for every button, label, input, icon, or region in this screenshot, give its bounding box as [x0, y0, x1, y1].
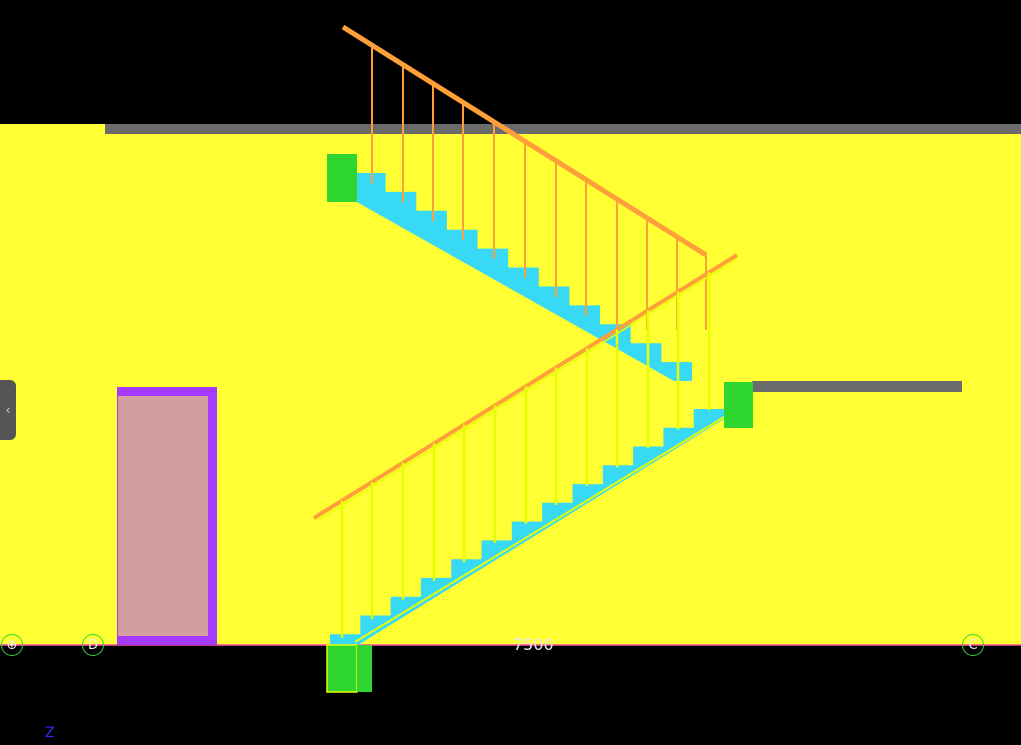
- base-footing-block: [326, 644, 358, 693]
- landing-slab: [752, 381, 962, 392]
- upper-stair-flight: [355, 173, 692, 381]
- upper-slab: [105, 124, 1021, 134]
- mid-landing-block: [724, 382, 753, 428]
- upper-landing-block: [327, 154, 357, 202]
- grid-marker-d[interactable]: D: [82, 634, 104, 656]
- dimension-label: 7500: [513, 635, 554, 654]
- grid-marker-left-label: ⊕: [6, 637, 18, 653]
- lower-stair-flight: [330, 409, 724, 645]
- door-panel: [118, 396, 208, 636]
- grid-marker-d-label: D: [87, 637, 98, 653]
- upper-stair-steps: [355, 173, 692, 381]
- lower-handrail: [312, 253, 753, 643]
- lower-stair-steps: [330, 409, 724, 645]
- grid-marker-c-label: C: [968, 637, 978, 653]
- lower-handrail-edge: [317, 258, 738, 521]
- axis-label-z: Z: [45, 725, 55, 741]
- base-footing-block-2: [357, 645, 372, 692]
- side-panel-toggle[interactable]: ‹: [0, 380, 16, 440]
- grid-marker-left[interactable]: ⊕: [1, 634, 23, 656]
- lower-stringer-edge: [354, 399, 753, 643]
- chevron-left-icon: ‹: [5, 403, 11, 417]
- grid-marker-c[interactable]: C: [962, 634, 984, 656]
